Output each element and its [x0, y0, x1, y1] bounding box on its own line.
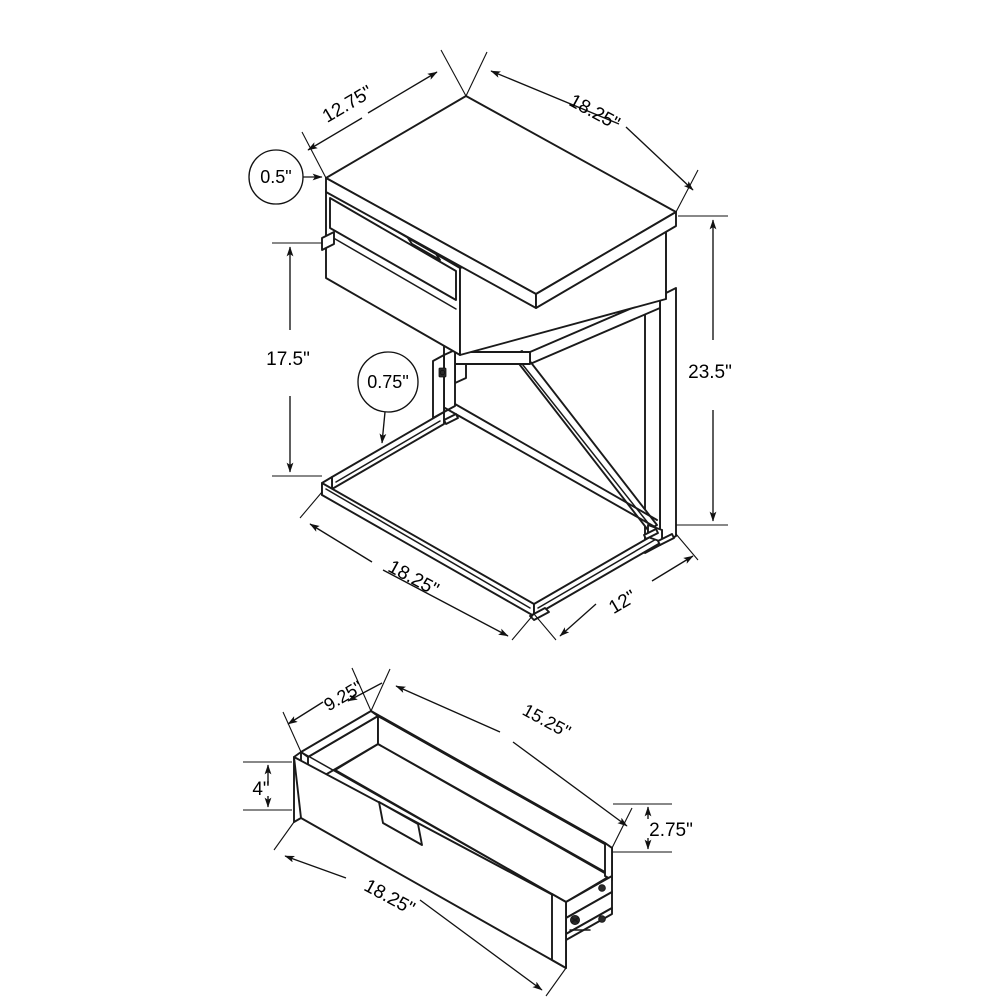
drawer-box-view: 9.25" 15.25" 4" [243, 667, 693, 997]
dimension-label-2-75: 2.75" [649, 820, 693, 841]
dimension-label-23-5: 23.5" [688, 362, 732, 383]
callout-label-0-75: 0.75" [367, 372, 408, 392]
dimension-drawer-side-height: 4" [243, 761, 292, 811]
callout-frame-tube: 0.75" [357, 351, 419, 444]
dimension-clear-height: 17.5" [266, 242, 322, 477]
dimension-label-15-25: 15.25" [519, 700, 574, 742]
dimension-base-depth: 12" [533, 533, 699, 641]
dimension-label-12-75: 12.75" [319, 82, 376, 128]
dimension-overall-height: 23.5" [676, 215, 732, 526]
assembled-table-view: 12.75" 18.25" 23.5" [248, 49, 732, 641]
dimension-label-9-25: 9.25" [320, 677, 366, 715]
screw-lower [598, 915, 606, 923]
screw-front [570, 915, 581, 926]
drawer-right-outer-edge [604, 842, 613, 881]
dimension-label-17-5: 17.5" [266, 349, 310, 370]
dimension-label-18-25-base: 18.25" [384, 556, 442, 600]
screw-upper [598, 884, 606, 892]
dimension-label-12: 12" [605, 586, 640, 618]
callout-bubble-circle [357, 351, 419, 413]
dimension-drawer-back-height: 2.75" [613, 803, 693, 853]
table-top [325, 95, 677, 309]
drawer-front-corner [551, 893, 567, 969]
callout-top-thickness: 0.5" [248, 149, 323, 205]
callout-label-0-5: 0.5" [260, 167, 291, 187]
dimension-label-4: 4" [252, 779, 269, 800]
dimension-base-width: 18.25" [299, 491, 535, 641]
dimension-label-18-25-top: 18.25" [565, 90, 623, 134]
dimension-label-18-25-drawer: 18.25" [360, 875, 418, 919]
